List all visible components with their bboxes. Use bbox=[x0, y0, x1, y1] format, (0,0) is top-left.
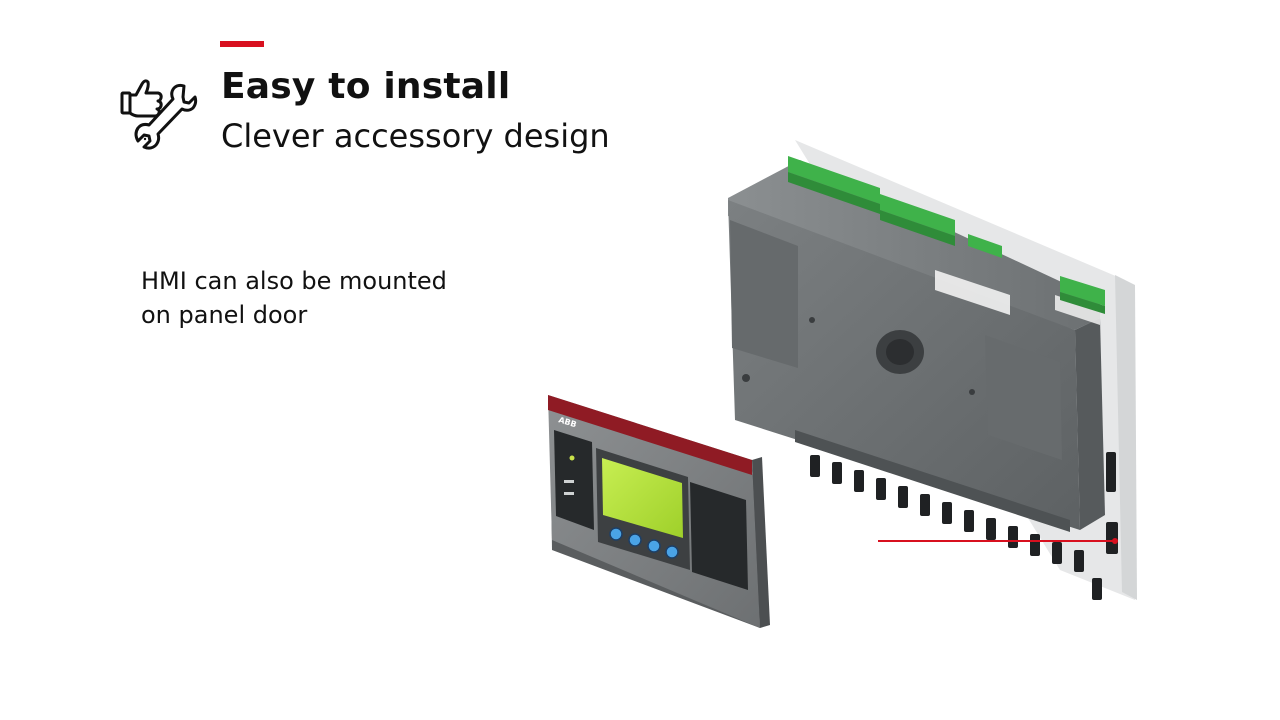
thumbs-up-wrench-icon bbox=[120, 79, 198, 150]
hmi-panel: ABB bbox=[548, 395, 770, 628]
description-line-2: on panel door bbox=[141, 301, 308, 329]
description-line-1: HMI can also be mounted bbox=[141, 267, 447, 295]
controller-housing bbox=[728, 160, 1105, 532]
terminal-blocks bbox=[788, 156, 1105, 314]
accent-bar bbox=[220, 41, 264, 47]
product-illustration: ABB bbox=[548, 140, 1137, 628]
indicator-line bbox=[878, 538, 1118, 544]
page-title: Easy to install bbox=[221, 66, 511, 107]
page-subtitle: Clever accessory design bbox=[221, 117, 610, 155]
description-text: HMI can also be mounted on panel door bbox=[141, 264, 561, 332]
bottom-connectors bbox=[810, 452, 1118, 600]
